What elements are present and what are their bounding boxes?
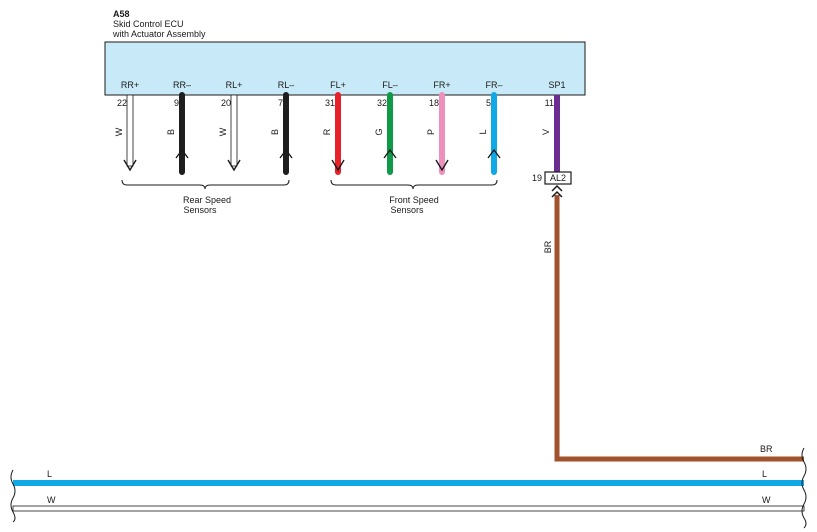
arrow-up-icon bbox=[175, 148, 189, 159]
terminal-RR-22[interactable]: RR+ 22W bbox=[114, 80, 139, 172]
terminal-pin-number: 32 bbox=[377, 98, 387, 108]
w-wire-code-right: W bbox=[762, 495, 771, 505]
terminal-wire[interactable] bbox=[126, 94, 134, 167]
terminal-RL-7[interactable]: RL– 7B bbox=[270, 80, 295, 175]
connector-id: AL2 bbox=[550, 173, 566, 183]
w-wire-code-left: W bbox=[47, 495, 56, 505]
terminal-wire-code: G bbox=[374, 128, 384, 135]
terminal-RR-9[interactable]: RR– 9B bbox=[166, 80, 191, 175]
terminal-FR-5[interactable]: FR– 5L bbox=[478, 80, 503, 175]
arrow-up-icon bbox=[383, 148, 397, 159]
ecu-box[interactable] bbox=[104, 41, 586, 96]
terminal-wire-code: B bbox=[166, 129, 176, 135]
terminal-wire-code: W bbox=[218, 127, 228, 136]
terminal-wire-code: L bbox=[478, 129, 488, 134]
l-wire-code-left: L bbox=[47, 469, 52, 479]
rear-sensors-label-line1: Rear Speed bbox=[183, 195, 231, 205]
terminal-pin-number: 5 bbox=[486, 98, 491, 108]
terminal-FL-32[interactable]: FL– 32G bbox=[374, 80, 398, 175]
component-id: A58 bbox=[113, 9, 130, 19]
terminal-pin-number: 20 bbox=[221, 98, 231, 108]
connector-pin: 19 bbox=[532, 173, 542, 183]
arrow-down-icon bbox=[331, 159, 345, 172]
terminal-wire-code: R bbox=[322, 128, 332, 135]
arrow-up-icon bbox=[487, 148, 501, 159]
terminal-signal-label: RL– bbox=[278, 80, 295, 90]
component-name-line2: with Actuator Assembly bbox=[112, 29, 206, 39]
terminal-signal-label: RR+ bbox=[121, 80, 139, 90]
terminal-pin-number: 31 bbox=[325, 98, 335, 108]
terminal-wire-code: B bbox=[270, 129, 280, 135]
connector-box[interactable] bbox=[544, 171, 572, 185]
front-sensors-label-line1: Front Speed bbox=[389, 195, 439, 205]
terminals-layer: RR+ 22W RR– 9B RL+ 20W RL– 7B FL+ 31R FL– 32G FR+ 18P… bbox=[114, 80, 566, 175]
arrow-down-icon bbox=[435, 159, 449, 172]
terminal-signal-label: FR– bbox=[485, 80, 502, 90]
terminal-SP1-11[interactable]: SP1 11V bbox=[541, 80, 566, 172]
rear-sensors-brace bbox=[121, 179, 290, 190]
terminal-signal-label: RR– bbox=[173, 80, 191, 90]
terminal-RL-20[interactable]: RL+ 20W bbox=[218, 80, 243, 172]
br-wire-code-right: BR bbox=[760, 444, 773, 454]
terminal-signal-label: FL– bbox=[382, 80, 398, 90]
terminal-wire-code: W bbox=[114, 127, 124, 136]
terminal-wire-code: V bbox=[541, 129, 551, 135]
terminal-pin-number: 18 bbox=[429, 98, 439, 108]
br-wire-code-vertical: BR bbox=[543, 240, 553, 253]
connector-chevron-icon bbox=[551, 184, 563, 198]
terminal-FR-18[interactable]: FR+ 18P bbox=[426, 80, 451, 175]
terminal-signal-label: SP1 bbox=[548, 80, 565, 90]
arrow-down-icon bbox=[123, 159, 137, 172]
terminal-wire[interactable] bbox=[230, 94, 238, 167]
terminal-pin-number: 9 bbox=[174, 98, 179, 108]
wire-break-left-icon bbox=[10, 469, 16, 523]
l-wire-code-right: L bbox=[762, 469, 767, 479]
terminal-signal-label: FR+ bbox=[433, 80, 450, 90]
terminal-wire-code: P bbox=[426, 129, 436, 135]
wire-break-right-icon bbox=[801, 447, 807, 529]
front-sensors-label-line2: Sensors bbox=[390, 205, 424, 215]
arrow-up-icon bbox=[279, 148, 293, 159]
br-wire[interactable] bbox=[554, 195, 804, 462]
front-sensors-brace bbox=[330, 179, 498, 190]
arrow-down-icon bbox=[227, 159, 241, 172]
terminal-signal-label: FL+ bbox=[330, 80, 346, 90]
component-name-line1: Skid Control ECU bbox=[113, 19, 184, 29]
terminal-pin-number: 22 bbox=[117, 98, 127, 108]
terminal-signal-label: RL+ bbox=[226, 80, 243, 90]
l-wire[interactable] bbox=[13, 480, 804, 486]
terminal-pin-number: 11 bbox=[545, 98, 554, 108]
terminal-FL-31[interactable]: FL+ 31R bbox=[322, 80, 346, 175]
rear-sensors-label-line2: Sensors bbox=[183, 205, 217, 215]
w-wire[interactable] bbox=[12, 505, 805, 512]
terminal-pin-number: 7 bbox=[278, 98, 283, 108]
